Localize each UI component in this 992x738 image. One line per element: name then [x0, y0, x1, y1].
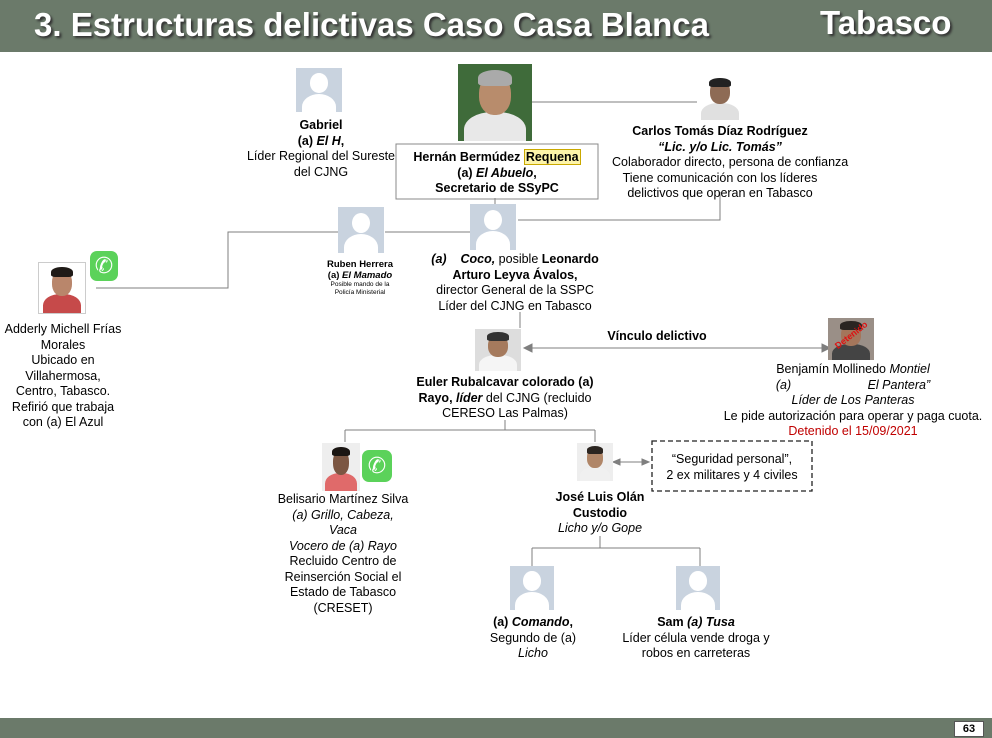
line-carlos-coco — [518, 192, 721, 221]
coco-avatar — [470, 204, 516, 250]
ruben-avatar — [338, 207, 384, 253]
benjamin-label: Benjamín Mollinedo Montiel (a) El Panter… — [723, 362, 983, 438]
header-bar: 3. Estructuras delictivas Caso Casa Blan… — [0, 0, 992, 52]
whatsapp-icon: ✆ — [362, 450, 392, 482]
hernan-label: Hernán Bermúdez Requena (a) El Abuelo, S… — [413, 149, 581, 195]
line-ruben-adderly — [96, 231, 338, 289]
whatsapp-icon: ✆ — [90, 251, 118, 281]
jose-label: José Luis Olán Custodio Licho y/o Gope — [555, 490, 645, 535]
security-box — [651, 440, 813, 492]
hernan-box — [395, 143, 599, 200]
gabriel-label: Gabriel (a) El H, Líder Regional del Sur… — [246, 118, 395, 179]
gabriel-avatar — [296, 68, 342, 112]
link-label: Vínculo delictivo — [607, 329, 707, 343]
jose-photo — [577, 443, 613, 481]
adderly-photo — [38, 262, 86, 314]
comando-label: (a) Comando, Segundo de (a) Licho — [489, 615, 577, 660]
arrow-jose-security — [611, 458, 651, 466]
belisario-photo — [322, 443, 360, 491]
comando-avatar — [510, 566, 554, 610]
footer-bar — [0, 718, 992, 738]
state-label: Tabasco — [820, 4, 952, 41]
adderly-label: Adderly Michell Frías Morales Ubicado en… — [4, 322, 122, 429]
carlos-photo — [697, 74, 743, 120]
coco-label: (a) Coco, posible Leonardo Arturo Leyva … — [431, 252, 599, 313]
hernan-photo — [458, 64, 532, 141]
page-title: 3. Estructuras delictivas Caso Casa Blan… — [34, 6, 709, 43]
sam-avatar — [676, 566, 720, 610]
euler-photo — [475, 329, 521, 371]
page-number: 63 — [954, 721, 984, 737]
arrow-euler-benjamin — [522, 343, 832, 353]
benjamin-photo — [828, 318, 874, 360]
euler-label: Euler Rubalcavar colorado (a) Rayo, líde… — [416, 375, 594, 420]
sam-label: Sam (a) Tusa Líder célula vende droga y … — [622, 615, 770, 660]
belisario-label: Belisario Martínez Silva (a) Grillo, Cab… — [277, 492, 409, 615]
security-note: “Seguridad personal”, 2 ex militares y 4… — [666, 452, 798, 482]
carlos-label: Carlos Tomás Díaz Rodríguez “Lic. y/o Li… — [612, 124, 849, 200]
ruben-label: Ruben Herrera (a) El Mamado Posible mand… — [327, 259, 393, 296]
